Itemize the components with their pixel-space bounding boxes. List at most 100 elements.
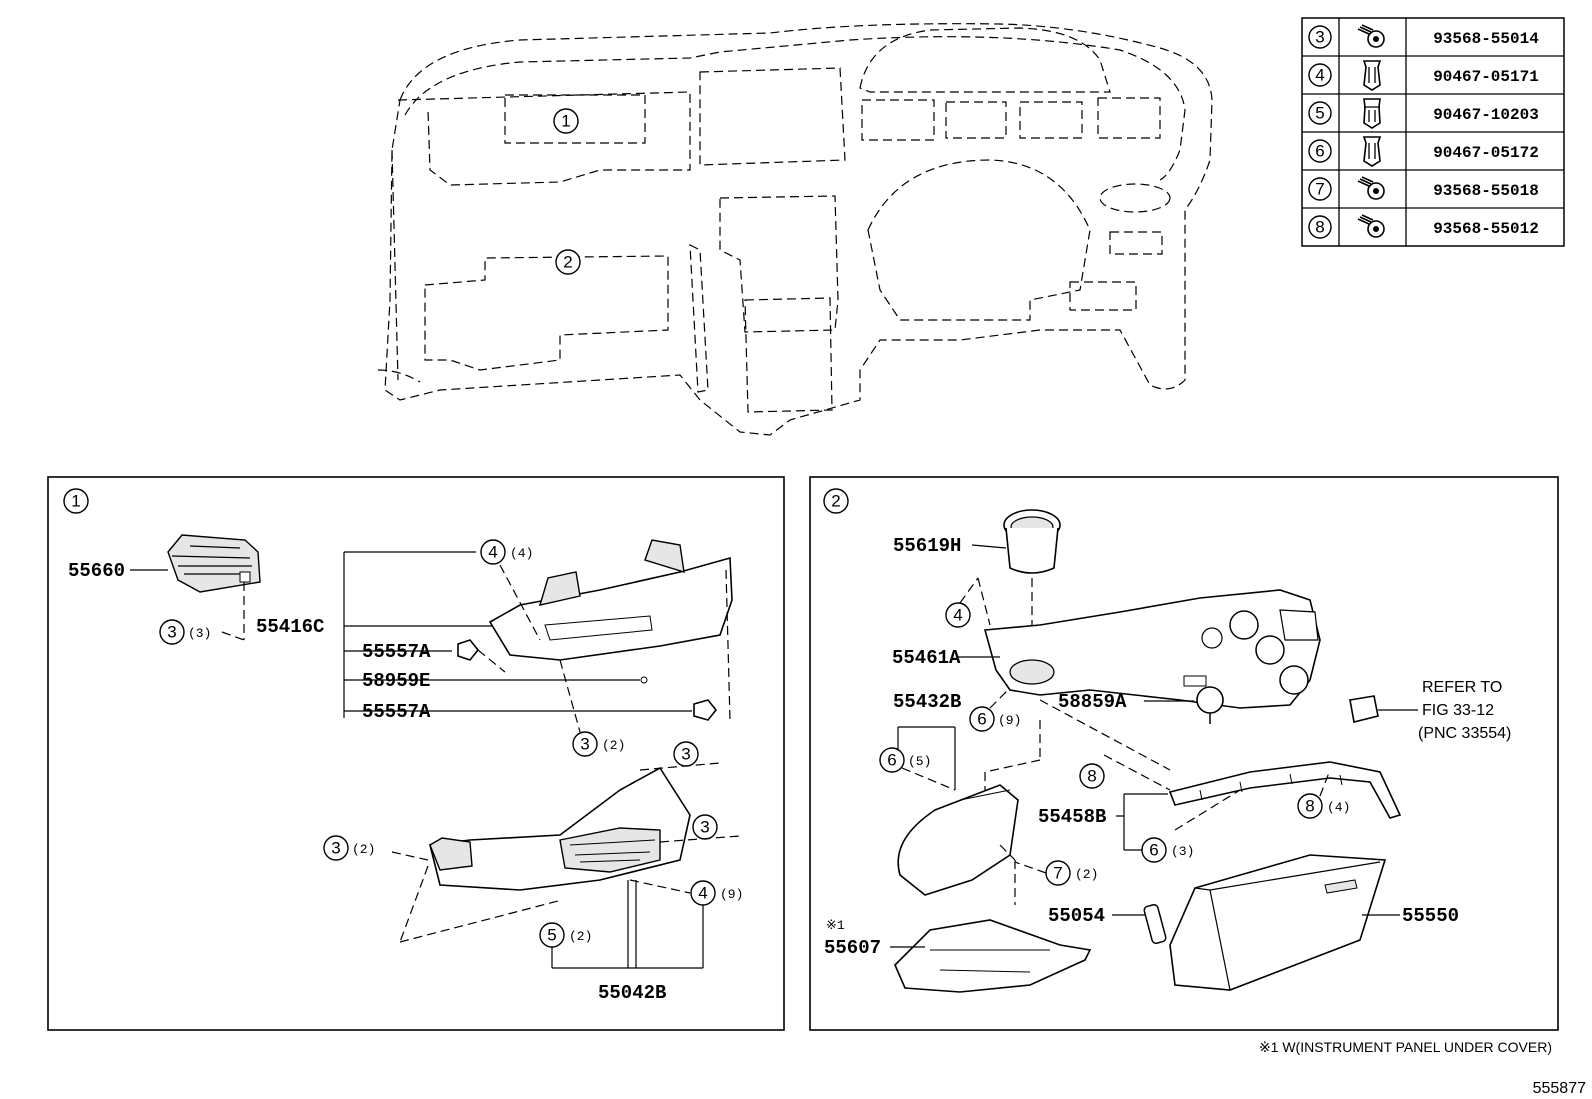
callout-4a: 4 — [488, 543, 497, 562]
left-edge — [377, 149, 421, 383]
label-55607: 55607 — [824, 937, 881, 959]
part-number: 93568-55018 — [1433, 182, 1539, 200]
callout-3c: 3 — [681, 745, 690, 764]
callout-6a: 6 — [977, 710, 986, 729]
ref-number: 4 — [1315, 66, 1324, 85]
detail-panel-1: 1 55660 3 (3) 55416C 4 (4) 55557A — [47, 476, 785, 1031]
table-row: 7 93568-55018 — [1308, 176, 1539, 201]
callout-3e: 3 — [331, 839, 340, 858]
screw-icon — [1357, 176, 1385, 200]
vent-mid — [945, 101, 1007, 139]
table-row: 6 90467-05172 — [1308, 136, 1539, 167]
detail-panel-2: 2 55619H 4 55461A 55432B 6 (9) — [809, 476, 1559, 1031]
label-55416C: 55416C — [256, 616, 324, 638]
table-row: 5 90467-10203 — [1308, 98, 1539, 129]
qty-8b: (4) — [1327, 800, 1350, 815]
sensor-part — [1183, 675, 1224, 724]
refer-line-2: FIG 33-12 — [1422, 702, 1494, 719]
qty-5: (2) — [569, 929, 592, 944]
qty-3a: (3) — [188, 626, 211, 641]
console-panel-part — [983, 589, 1321, 709]
vent-right — [1019, 101, 1083, 139]
callout-8a: 8 — [1087, 767, 1096, 786]
clip-icon — [1362, 60, 1382, 91]
part-number: 90467-05172 — [1433, 144, 1539, 162]
center-divider — [689, 244, 709, 393]
zone2-outline — [424, 255, 669, 371]
clip-icon — [1362, 136, 1382, 167]
right-knob — [1109, 231, 1163, 255]
qty-6c: (3) — [1171, 844, 1194, 859]
center-lower — [744, 297, 833, 413]
qty-3e: (2) — [352, 842, 375, 857]
clip-icon — [1363, 98, 1381, 129]
glovebox-part — [1169, 854, 1387, 991]
panel2-number: 2 — [831, 492, 840, 511]
cluster-hood — [859, 27, 1111, 93]
refer-line-1: REFER TO — [1422, 679, 1502, 696]
zone1-outline — [397, 91, 691, 186]
zone1-marker — [553, 108, 579, 134]
footnote: ※1 W(INSTRUMENT PANEL UNDER COVER) — [1259, 1039, 1552, 1055]
label-55557A-2: 55557A — [362, 701, 431, 723]
callout-7: 7 — [1053, 864, 1062, 883]
qty-3b: (2) — [602, 738, 625, 753]
lower-panel-part — [429, 766, 691, 891]
cup-holder-part — [1003, 509, 1061, 574]
damper-part — [1143, 903, 1167, 945]
ref-number: 3 — [1315, 28, 1324, 47]
callout-4b: 4 — [698, 884, 707, 903]
ref-number: 8 — [1315, 218, 1324, 237]
center-stack — [719, 195, 839, 333]
label-55660: 55660 — [68, 560, 125, 582]
upper-panel-part — [488, 539, 733, 661]
qty-4b: (9) — [720, 887, 743, 902]
label-58959E: 58959E — [362, 670, 430, 692]
ref-number: 7 — [1315, 180, 1324, 199]
label-55461A: 55461A — [892, 647, 961, 669]
steering-opening — [867, 159, 1091, 321]
clip-part — [457, 639, 480, 661]
part-number: 90467-05171 — [1433, 68, 1539, 86]
figure-id: 555877 — [1533, 1080, 1586, 1097]
callout-6b: 6 — [887, 751, 896, 770]
label-58859A: 58859A — [1058, 691, 1127, 713]
label-55458B: 55458B — [1038, 806, 1106, 828]
vent-round — [1099, 183, 1171, 213]
callout-5: 5 — [547, 926, 556, 945]
callout-3a: 3 — [167, 623, 176, 642]
table-row: 4 90467-05171 — [1308, 60, 1539, 91]
panel1-number: 1 — [71, 492, 80, 511]
part-number: 93568-55012 — [1433, 220, 1539, 238]
part-number: 90467-10203 — [1433, 106, 1539, 124]
table-row: 3 93568-55014 — [1308, 24, 1539, 49]
clip-part — [693, 699, 718, 721]
callout-3b: 3 — [580, 735, 589, 754]
side-panel-part — [897, 784, 1019, 896]
ref-circle — [1308, 25, 1332, 49]
zone1-number: 1 — [561, 112, 570, 131]
qty-7: (2) — [1075, 867, 1098, 882]
zone1-box — [504, 94, 646, 144]
center-panel — [699, 67, 846, 166]
ref-number: 6 — [1315, 142, 1324, 161]
dashboard-overview: 1 2 — [377, 23, 1213, 436]
ref-number: 5 — [1315, 104, 1324, 123]
refer-line-3: (PNC 33554) — [1418, 725, 1511, 742]
vent-assembly-part — [167, 534, 261, 593]
part-number: 93568-55014 — [1433, 30, 1539, 48]
label-55432B: 55432B — [893, 691, 961, 713]
fastener-table: 3 93568-55014 4 90467-05171 5 — [1301, 17, 1565, 247]
screw-icon — [1357, 214, 1385, 238]
dashboard-top-edge — [404, 36, 1186, 181]
vent-far-right — [1097, 97, 1161, 139]
qty-6a: (9) — [998, 713, 1021, 728]
qty-4a: (4) — [510, 546, 533, 561]
callout-8b: 8 — [1305, 797, 1314, 816]
label-55557A-1: 55557A — [362, 641, 431, 663]
zone2-marker — [555, 249, 581, 275]
lower-right-box — [1069, 281, 1137, 311]
zone2-number: 2 — [563, 253, 572, 272]
table-row: 8 93568-55012 — [1308, 214, 1539, 239]
